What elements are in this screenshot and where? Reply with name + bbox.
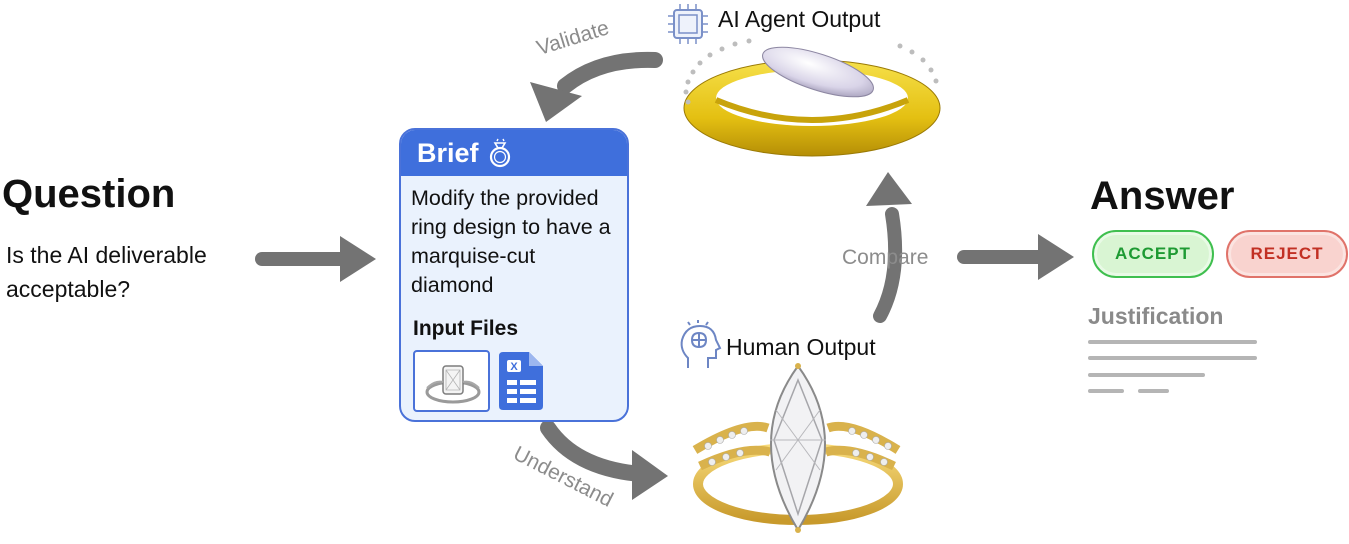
- arrow-question-to-brief: [255, 236, 376, 282]
- svg-text:X: X: [510, 361, 518, 373]
- question-text: Is the AI deliverable acceptable?: [6, 242, 207, 302]
- reject-button[interactable]: REJECT: [1226, 230, 1348, 278]
- answer-title: Answer: [1090, 174, 1235, 218]
- arrow-understand: [540, 420, 668, 500]
- brief-header: Brief: [401, 130, 627, 176]
- accept-button[interactable]: ACCEPT: [1092, 230, 1214, 278]
- spreadsheet-file-icon[interactable]: X: [499, 352, 543, 415]
- arrow-compare: [866, 172, 912, 323]
- justification-lines: [1088, 340, 1257, 393]
- ring-thumbnail-icon[interactable]: [413, 350, 490, 412]
- chip-icon: [668, 4, 708, 44]
- agent-output-label: AI Agent Output: [718, 6, 881, 32]
- agent-ring-render: [683, 38, 941, 157]
- ring-icon: [489, 138, 510, 168]
- brief-body: Modify the provided ring design to have …: [411, 186, 611, 297]
- brain-head-icon: [680, 320, 722, 368]
- brief-card: Brief Modify the provided ring design to…: [399, 128, 629, 422]
- human-output-label: Human Output: [726, 334, 876, 360]
- brief-title: Brief: [417, 137, 479, 168]
- arrow-validate: [530, 51, 663, 122]
- justification-label: Justification: [1088, 303, 1224, 329]
- human-ring-photo: [692, 363, 903, 533]
- compare-label: Compare: [842, 246, 929, 269]
- input-files-label: Input Files: [413, 317, 518, 340]
- arrow-compare-to-answer: [957, 234, 1074, 280]
- question-title: Question: [2, 172, 176, 216]
